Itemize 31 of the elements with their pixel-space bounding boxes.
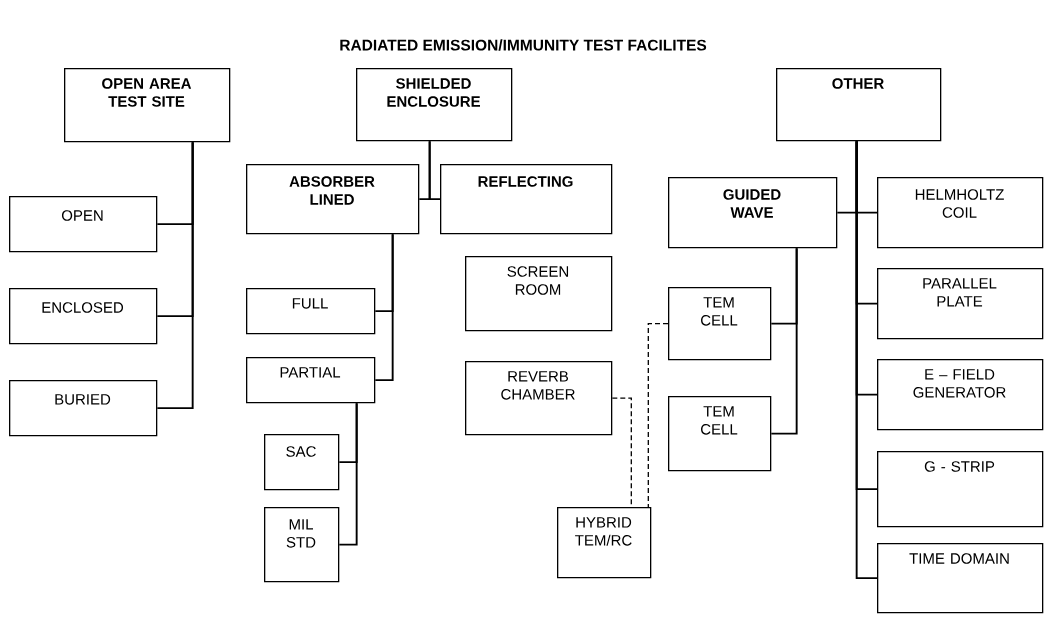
box: SCREEN ROOM — [465, 256, 613, 332]
box: OTHER — [776, 68, 942, 142]
box: OPEN AREA TEST SITE — [64, 68, 231, 143]
box: PARALLEL PLATE — [877, 268, 1044, 340]
box: HYBRID TEM/RC — [557, 507, 652, 579]
box: FULL — [246, 288, 376, 335]
connector-line — [338, 402, 358, 546]
box: TEM CELL — [668, 287, 772, 361]
box: GUIDED WAVE — [668, 177, 838, 249]
connector-line — [855, 140, 878, 580]
box: SHIELDED ENCLOSURE — [356, 68, 513, 142]
connector-line — [428, 140, 441, 201]
box: REFLECTING — [440, 164, 613, 235]
box: BURIED — [9, 380, 158, 437]
connector-line — [770, 247, 798, 435]
box: HELMHOLTZ COIL — [877, 177, 1044, 249]
box: TEM CELL — [668, 396, 772, 472]
box: MIL STD — [264, 507, 340, 583]
connector-line — [647, 323, 669, 508]
box: REVERB CHAMBER — [465, 361, 613, 436]
box: ABSORBER LINED — [246, 164, 420, 235]
box: ENCLOSED — [9, 288, 158, 345]
connector-line — [156, 141, 194, 410]
box: TIME DOMAIN — [877, 543, 1044, 614]
connector-line — [374, 233, 394, 382]
box: E – FIELD GENERATOR — [877, 359, 1044, 431]
box: PARTIAL — [246, 357, 376, 404]
box: OPEN — [9, 196, 158, 253]
title: RADIATED EMISSION/IMMUNITY TEST FACILITES — [340, 39, 707, 51]
box: SAC — [264, 434, 340, 491]
box: G - STRIP — [877, 451, 1044, 528]
